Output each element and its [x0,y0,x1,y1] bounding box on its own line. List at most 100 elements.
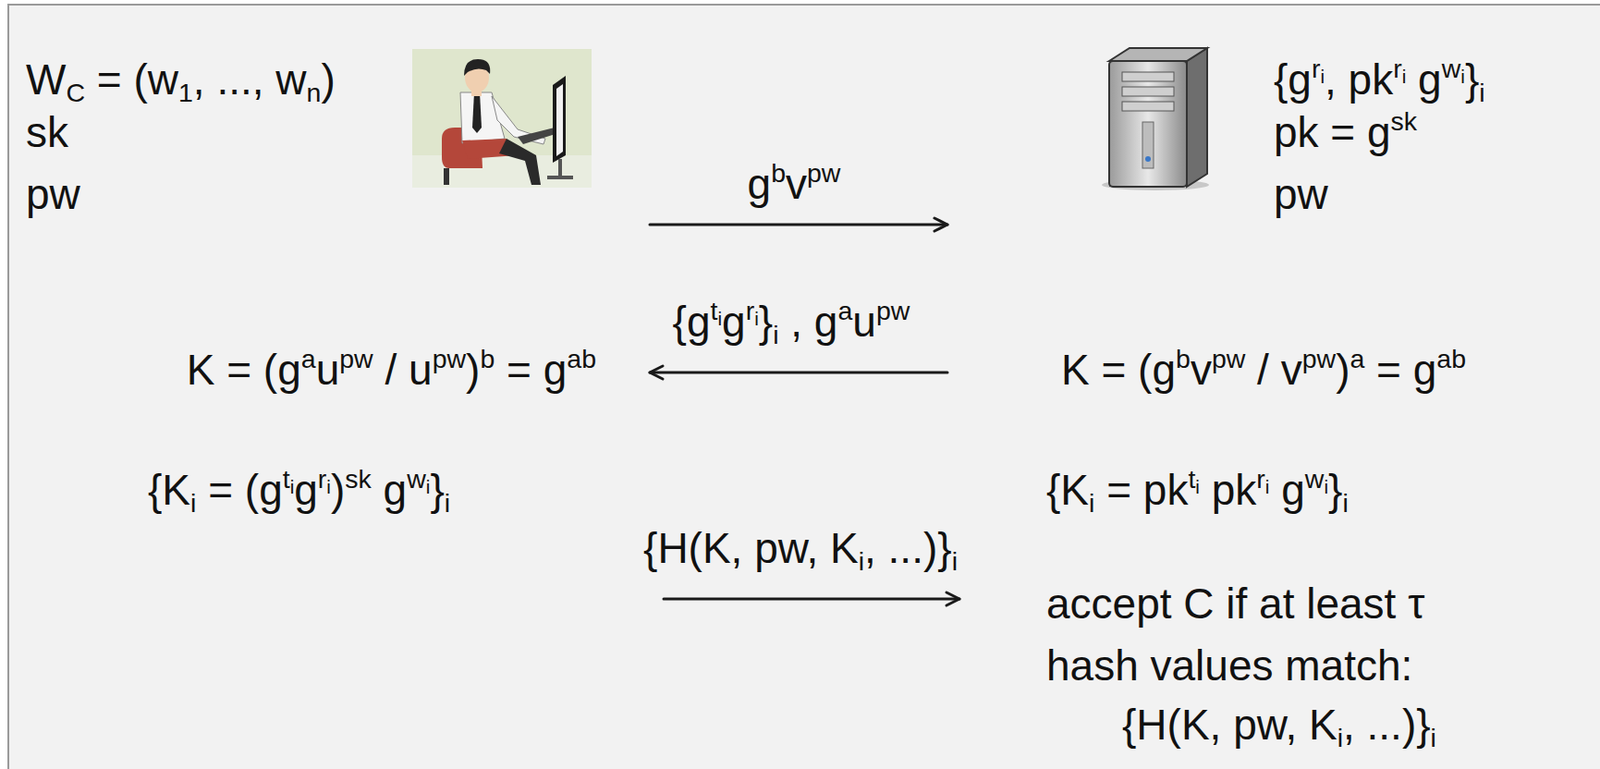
text-run: g [1405,55,1442,104]
text-run: i [190,488,196,518]
text-run: , ...)} [864,524,953,573]
text-run: i [1323,476,1329,498]
text-run: i [290,476,295,498]
text-run: w [1305,464,1325,494]
text-run: r [745,295,756,326]
text-run: = pk [1094,465,1188,514]
text-run: {K [147,465,191,514]
text-run: C [65,77,86,108]
text-run: pw [1302,343,1336,374]
text-run: w [406,464,427,494]
text-run: r [317,464,328,494]
text-run: ab [566,343,597,374]
text-run: pk [1199,465,1257,514]
text-run: ) [330,465,345,514]
text-run: = (w [85,55,179,104]
text-run: r [1256,464,1266,494]
formula-text: {Ki = (gtigri)sk gwi}i [147,459,451,522]
text-run: i [1195,476,1200,498]
text-run: ) [465,345,480,394]
text-run: t [710,295,719,326]
formula-text: accept C if at least τ hash values match… [1046,573,1509,697]
text-run: K = (g [1061,345,1176,394]
text-run: r [1392,53,1403,84]
text-run: b [479,343,495,374]
text-run: , pk [1324,55,1393,104]
text-run: i [772,319,779,350]
text-run: n [306,77,322,108]
formula-text: {H(K, pw, Ki, ...)}i [643,517,958,580]
formula-text: gbvpw [747,153,842,216]
text-run: , ..., w [193,55,307,104]
formula-text: {gri, pkri gwi}i [1273,48,1486,111]
text-run: g [1269,465,1305,514]
formula-text: WC = (w1, ..., wn) [25,48,336,111]
text-run: i [1342,488,1348,518]
text-run: a [1349,343,1365,374]
text-run: 1 [178,77,194,108]
text-run: K = (g [186,345,302,394]
text-run: {K [1046,465,1089,514]
text-run: t [1187,464,1196,494]
text-run: } [758,297,773,346]
formula-text: sk [25,101,69,164]
text-run: i [718,307,723,330]
text-run: } [1465,55,1479,104]
text-run: i [1265,476,1271,498]
text-run: {g [672,297,711,346]
text-run: b [770,158,786,188]
text-run: } [1328,465,1343,514]
text-run: i [1430,722,1437,753]
text-run: pw [25,170,81,219]
text-run: g [721,297,746,346]
text-run: pk = g [1273,108,1392,157]
text-run: i [1460,65,1466,87]
text-run: sk [344,464,372,494]
formula-text: pk = gsk [1273,101,1417,164]
text-run: pw [432,343,466,374]
text-run: / u [373,345,433,394]
text-run: W [25,55,66,104]
text-run: sk [25,108,69,157]
text-run: w [1441,53,1462,84]
text-run: i [426,476,431,498]
text-run: i [326,476,331,498]
text-run: i [1319,65,1325,87]
text-run: b [1175,343,1191,374]
text-run: {g [1273,55,1312,104]
text-run: pw [1211,343,1246,374]
text-run: pw [339,343,373,374]
text-run: g [293,465,318,514]
text-run: r [1311,53,1321,84]
text-run: v [1190,345,1212,394]
formula-text: {gtigri}i , gaupw [672,291,911,354]
text-run: i [858,546,865,576]
text-run: g [371,465,407,514]
formula-text: {H(K, pw, Ki, ...)}i [1122,694,1437,757]
text-run: i [1088,488,1095,518]
formula-text: pw [25,163,81,226]
text-run: = g [1364,345,1437,394]
text-run: / v [1245,345,1302,394]
text-run: , g [779,297,839,346]
text-run: i [1402,65,1407,87]
text-run: } [429,465,444,514]
formula-text: K = (gaupw / upw)b = gab [186,339,597,402]
text-run: u [316,345,341,394]
text-run: a [837,295,853,326]
text-run: a [301,343,317,374]
text-run: pw [1273,170,1329,219]
text-run: i [952,546,958,576]
text-run: ) [320,55,335,104]
text-run: ab [1436,343,1466,374]
text-run: i [754,307,759,330]
text-run: pw [806,158,841,188]
text-run: t [282,464,291,494]
text-run: u [852,297,877,346]
text-run: pw [876,295,910,326]
text-run: sk [1391,106,1418,136]
text-run: , ...)} [1343,700,1431,749]
text-run: v [785,159,807,208]
text-run: {H(K, pw, K [1122,700,1338,749]
